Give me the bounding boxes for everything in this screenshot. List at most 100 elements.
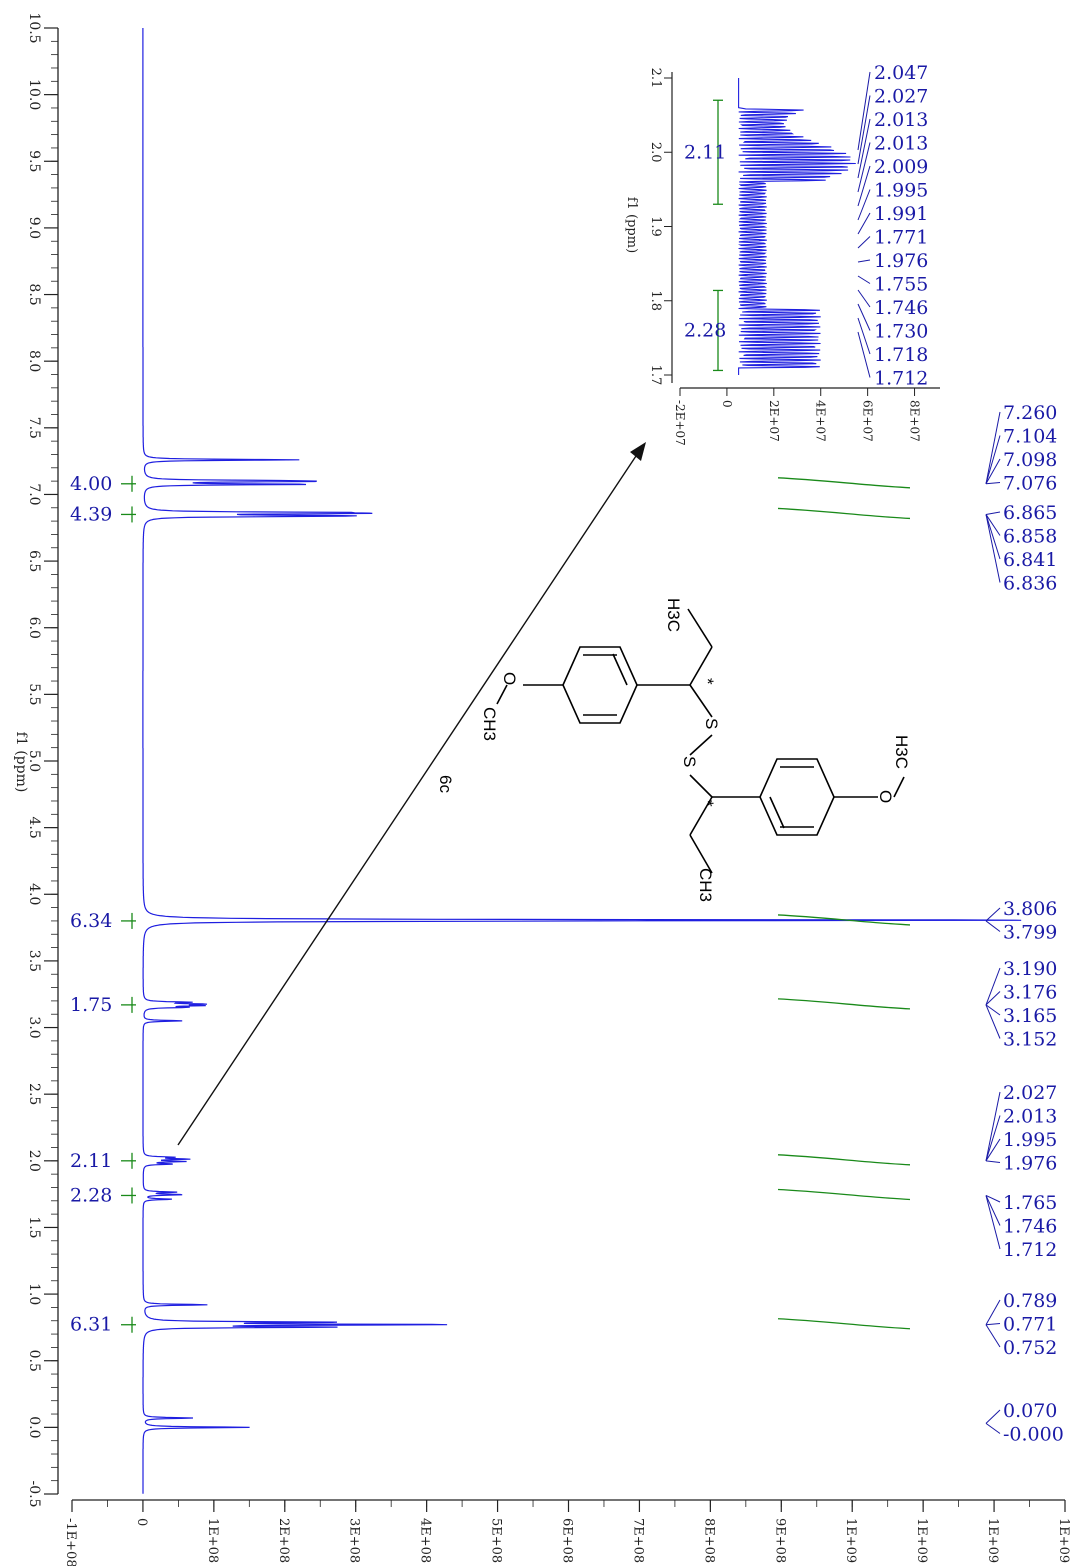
ppm-tick-label: 0.5 [26,1350,42,1372]
peak-leader [985,458,1001,485]
peak-leader [985,1195,1001,1226]
peak-leader [985,514,1001,560]
ppm-tick-label: 1.5 [26,1216,42,1238]
peak-leader [985,482,1001,485]
peak-leader [985,907,1001,922]
benzene-ring-upper [562,646,638,724]
peak-label: 6.841 [1003,549,1057,571]
intensity-tick-label: 1E+09 [843,1518,858,1563]
peak-leader [985,1138,1001,1162]
peak-label: 2.027 [1003,1082,1057,1104]
svg-text:S: S [702,718,721,729]
molecule-atom-labels: H3C O CH3 * S S * CH3 O H3C 6c [436,598,911,902]
inset-peak-label: 2.013 [874,133,928,155]
peak-leader [985,411,1001,484]
inset-peak-labels: 2.0472.0272.0132.0132.0091.9951.9911.771… [857,62,928,390]
peak-label: -0.000 [1003,1424,1064,1446]
inset-spectrum-trace [738,78,856,375]
peak-leader [985,1004,1001,1039]
svg-text:*: * [698,800,717,807]
peak-label: 6.865 [1003,502,1057,524]
peak-label: 1.976 [1003,1153,1057,1175]
ppm-tick-label: 3.5 [26,950,42,972]
peak-label: 3.799 [1003,922,1057,944]
inset-ppm-tick-label: 1.7 [648,365,663,386]
peak-label: 0.752 [1003,1337,1057,1359]
svg-text:*: * [698,678,717,685]
intensity-tick-label: 2E+08 [276,1518,291,1563]
ppm-tick-label: 10.5 [26,12,42,43]
integral-curve [777,507,911,520]
intensity-tick-label: 0 [134,1518,149,1526]
peak-label: 3.190 [1003,958,1057,980]
intensity-tick-label: 7E+08 [630,1518,645,1563]
ppm-tick-label: 5.5 [26,683,42,705]
peak-label: 6.858 [1003,526,1057,548]
inset-integrals: 2.112.28 [684,99,726,372]
ppm-tick-label: 10.0 [26,79,42,110]
ppm-tick-label: 8.5 [26,283,42,305]
intensity-tick-label: 1E+09 [914,1518,929,1563]
peak-leader [985,435,1001,484]
inset-peak-leader [857,142,871,193]
peak-leader [985,1195,1001,1203]
peak-label: 1.995 [1003,1129,1057,1151]
peak-label: 6.836 [1003,573,1057,595]
zoom-arrowhead [630,442,646,461]
ppm-tick-label: 9.5 [26,150,42,172]
inset-intensity-tick-label: 4E+07 [814,400,828,442]
inset-peak-leader [857,71,871,151]
ppm-tick-label: 4.5 [26,817,42,839]
peak-label: 3.176 [1003,982,1057,1004]
inset-intensity-tick-label: 0 [720,400,734,408]
molecule-structure-6c [496,608,905,874]
inset-peak-leader [857,289,871,308]
ppm-tick-label: 3.0 [26,1016,42,1038]
svg-text:H3C: H3C [892,735,911,769]
inset-peak-leader [857,259,871,263]
peak-leader [985,1323,1001,1326]
inset-peak-leader [857,189,871,221]
inset-peak-leader [857,331,871,378]
integral-curves [777,477,911,1330]
svg-text:O: O [876,790,895,803]
inset-ppm-tick-label: 2.0 [648,142,663,163]
ppm-axis-ticks: 10.510.09.59.08.58.07.57.06.56.05.55.04.… [26,12,58,1508]
intensity-tick-label: 5E+08 [489,1518,504,1563]
inset-peak-label: 1.755 [874,274,928,296]
ppm-tick-label: 7.5 [26,417,42,439]
integral-curve [777,1318,911,1330]
integral-label: 6.31 [70,1314,112,1336]
inset-peak-label: 1.991 [874,203,928,225]
peak-label: 7.076 [1003,473,1057,495]
intensity-tick-label: 3E+08 [347,1518,362,1563]
inset-peak-leader [857,95,871,165]
inset-peak-leader [857,303,871,331]
ppm-tick-label: 9.0 [26,217,42,239]
inset-peak-label: 1.718 [874,344,928,366]
zoom-arrow [177,449,641,1146]
peak-label: 1.746 [1003,1216,1057,1238]
peak-label: 7.098 [1003,449,1057,471]
ppm-tick-label: 2.0 [26,1150,42,1172]
integral-curve [777,998,911,1010]
svg-text:O: O [500,672,519,685]
peak-leader [985,967,1001,1006]
peak-label: 0.070 [1003,1400,1057,1422]
peak-label: 0.771 [1003,1314,1057,1336]
ppm-tick-label: -0.5 [26,1481,42,1508]
peak-label: 3.806 [1003,898,1057,920]
spectrum-trace [142,28,1022,1494]
inset-peak-leader [857,236,871,249]
inset-intensity-tick-label: 6E+07 [861,400,875,442]
ppm-tick-label: 0.0 [26,1416,42,1438]
peak-leader [985,1004,1001,1016]
inset-peak-label: 2.009 [874,156,928,178]
peak-label: 7.260 [1003,402,1057,424]
intensity-tick-label: 9E+08 [772,1518,787,1563]
ppm-axis-label: f1 (ppm) [13,732,29,793]
integral-label: 6.34 [70,910,112,932]
inset-peak-label: 1.976 [874,250,928,272]
